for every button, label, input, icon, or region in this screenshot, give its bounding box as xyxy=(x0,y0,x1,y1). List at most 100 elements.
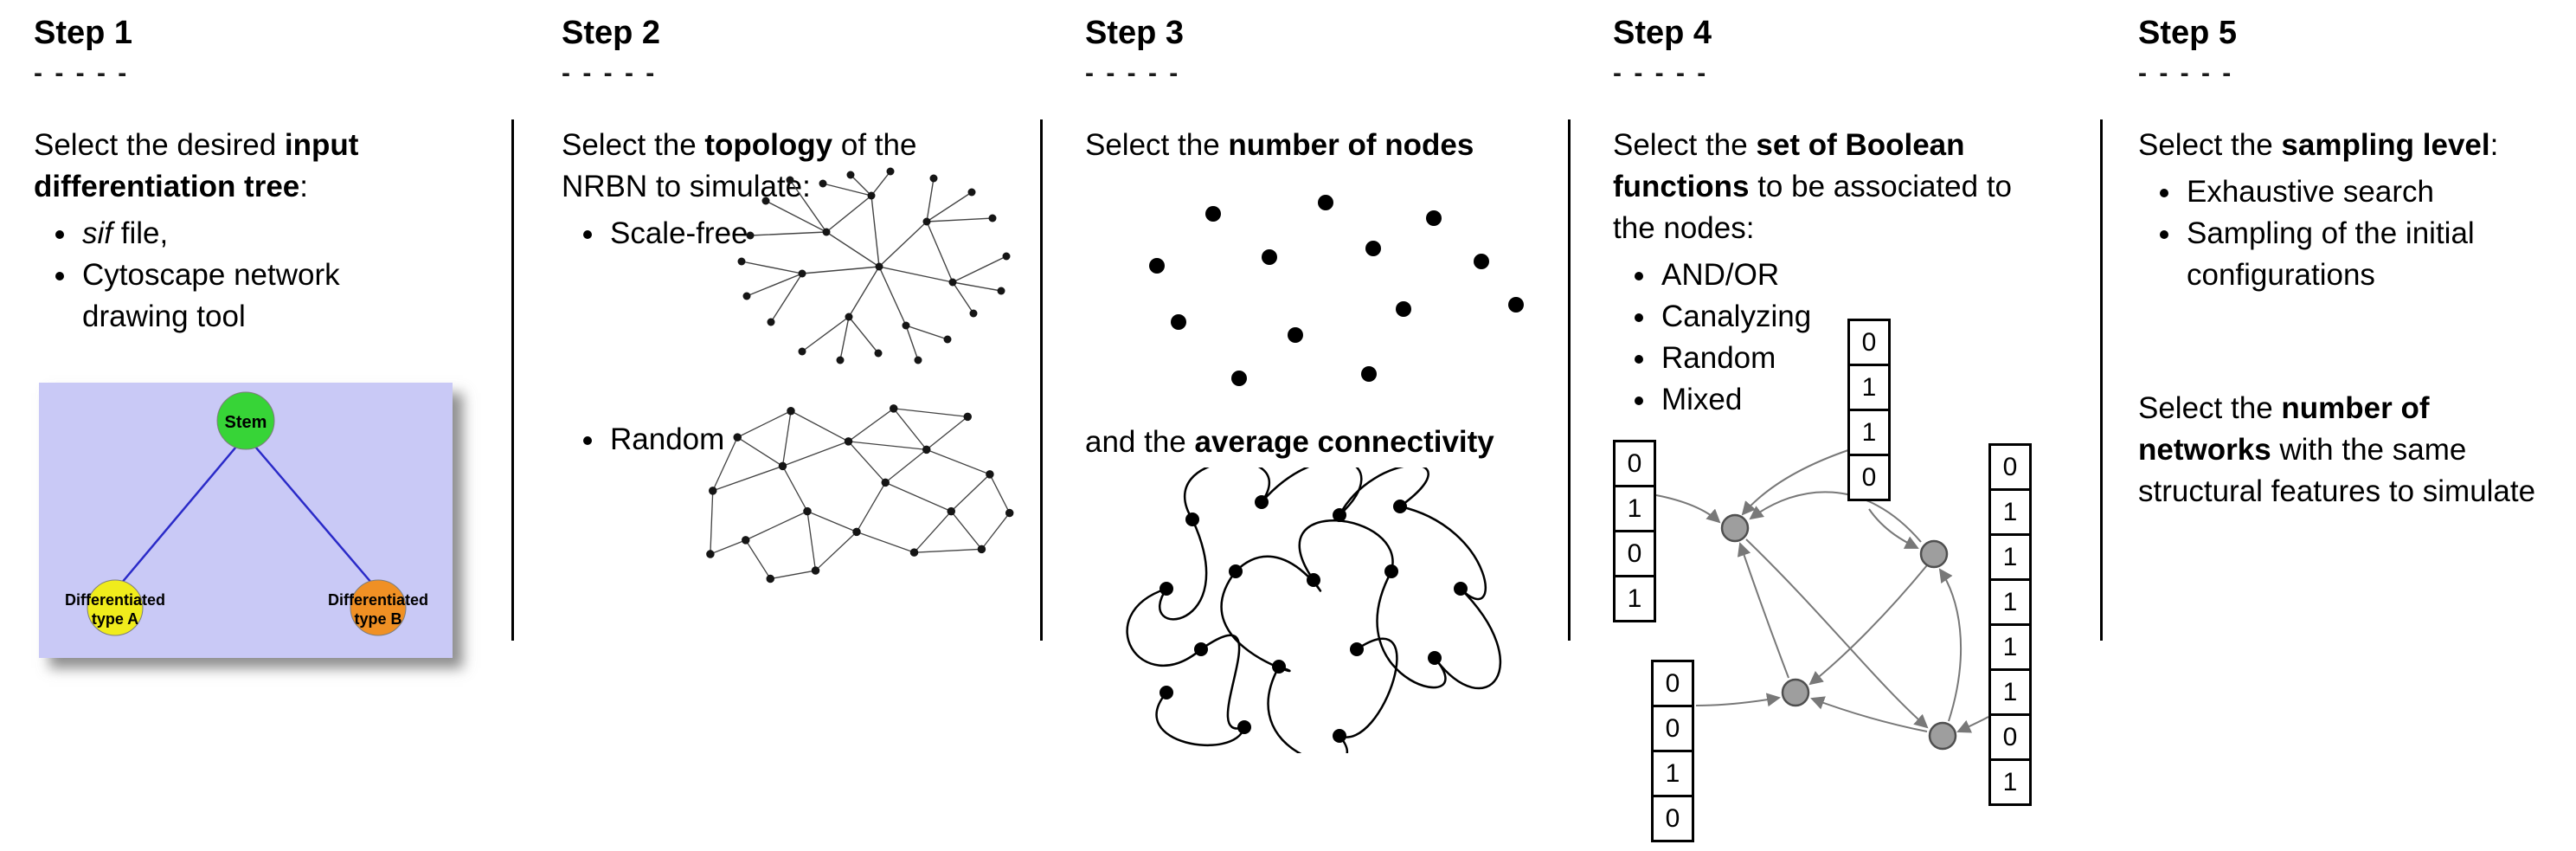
option-sif-file: sif file, xyxy=(79,213,408,255)
instruction-bold: average connectivity xyxy=(1194,425,1494,459)
step3-column: Step 3 - - - - - Select the number of no… xyxy=(1085,0,1570,851)
instruction-bold: networks xyxy=(2138,433,2271,467)
truth-table-cell: 1 xyxy=(1651,750,1694,797)
instruction-text: : xyxy=(299,170,308,203)
instruction-bold: sampling level xyxy=(2281,128,2490,162)
step5-sampling-options: Exhaustive search Sampling of the initia… xyxy=(2138,171,2560,296)
option-and-or: AND/OR xyxy=(1658,255,2050,296)
instruction-text: of the NRBN to simulate: xyxy=(562,128,917,203)
truth-table-left: 0 1 0 1 xyxy=(1613,440,1656,622)
instruction-text: structural features to simulate xyxy=(2138,474,2536,508)
step2-topology-random: Random xyxy=(562,419,994,461)
truth-table-right: 0 1 1 1 1 1 0 1 xyxy=(1988,443,2032,806)
step4-function-options: AND/OR Canalyzing Random Mixed xyxy=(1613,255,2050,421)
type-a-label-line1: Differentiated xyxy=(65,591,165,609)
truth-table-cell: 0 xyxy=(1613,530,1656,577)
boolean-node-4 xyxy=(1928,721,1957,751)
step2-dashes: - - - - - xyxy=(562,59,658,87)
column-divider xyxy=(511,119,514,641)
type-b-label-line1: Differentiated xyxy=(328,591,428,609)
instruction-text: Select the xyxy=(2138,391,2282,425)
step3-title: Step 3 xyxy=(1085,15,1185,51)
step3-dashes: - - - - - xyxy=(1085,59,1181,87)
instruction-bold: number of xyxy=(2281,391,2430,425)
step2-column: Step 2 - - - - - Select the topology of … xyxy=(562,0,994,461)
truth-table-cell: 0 xyxy=(1847,319,1891,366)
truth-table-cell: 1 xyxy=(1847,364,1891,411)
step1-dashes: - - - - - xyxy=(34,59,130,87)
differentiation-tree-figure: Stem Differentiated type A Differentiate… xyxy=(39,383,453,658)
instruction-bold: number of nodes xyxy=(1228,128,1474,162)
truth-table-cell: 1 xyxy=(1613,575,1656,622)
step5-column: Step 5 - - - - - Select the sampling lev… xyxy=(2138,0,2560,513)
instruction-text: Select the desired xyxy=(34,128,285,162)
step2-instruction: Select the topology of the NRBN to simul… xyxy=(562,125,994,208)
stem-node xyxy=(216,391,275,450)
random-network-graphic xyxy=(706,404,1014,583)
step5-dashes: - - - - - xyxy=(2138,59,2234,87)
step1-options-list: sif file, Cytoscape network drawing tool xyxy=(34,213,408,338)
instruction-text: Select the xyxy=(1613,128,1757,162)
truth-table-cell: 1 xyxy=(1988,758,2032,806)
truth-table-cell: 1 xyxy=(1988,533,2032,581)
stem-node-label: Stem xyxy=(225,413,267,432)
truth-table-bottom-left: 0 0 1 0 xyxy=(1651,660,1694,842)
instruction-text: and the xyxy=(1085,425,1195,459)
truth-table-cell: 0 xyxy=(1651,660,1694,707)
truth-table-cell: 0 xyxy=(1651,705,1694,752)
type-a-label-line2: type A xyxy=(92,610,138,628)
option-random-functions: Random xyxy=(1658,338,2050,379)
step3-connectivity-instruction: and the average connectivity xyxy=(1085,422,1494,463)
step4-column: Step 4 - - - - - Select the set of Boole… xyxy=(1613,0,2050,421)
differentiation-tree-graphic: Stem Differentiated type A Differentiate… xyxy=(39,383,453,658)
boolean-network-graphic xyxy=(1655,449,1989,751)
truth-table-cell: 0 xyxy=(1988,713,2032,761)
boolean-node-1 xyxy=(1720,513,1750,543)
option-italic-text: sif xyxy=(82,216,112,250)
instruction-text: Select the xyxy=(2138,128,2282,162)
step4-title: Step 4 xyxy=(1613,15,1712,51)
instruction-bold: input differentiation tree xyxy=(34,128,359,203)
truth-table-cell: 1 xyxy=(1988,668,2032,716)
step3-nodes-instruction: Select the number of nodes xyxy=(1085,125,1570,166)
truth-table-cell: 1 xyxy=(1988,488,2032,536)
step4-instruction: Select the set of Boolean functions to b… xyxy=(1613,125,2050,249)
instruction-text: Select the xyxy=(562,128,705,162)
scale-free-network-graphic xyxy=(737,167,1011,364)
option-random: Random xyxy=(607,419,994,461)
column-divider xyxy=(1040,119,1043,641)
truth-table-cell: 1 xyxy=(1988,578,2032,626)
step4-dashes: - - - - - xyxy=(1613,59,1709,87)
differentiated-type-b-node xyxy=(350,579,407,636)
option-sampling-initial-configurations: Sampling of the initial configurations xyxy=(2183,213,2560,296)
instruction-text: with the same xyxy=(2271,433,2467,467)
truth-table-top: 0 1 1 0 xyxy=(1847,319,1891,501)
step5-networks-instruction: Select the number of networks with the sa… xyxy=(2138,388,2560,513)
instruction-text: to be associated to the nodes: xyxy=(1613,170,2013,245)
option-cytoscape: Cytoscape network drawing tool xyxy=(79,255,408,338)
instruction-text: Select the xyxy=(1085,128,1229,162)
column-divider xyxy=(1568,119,1571,641)
boolean-node-3 xyxy=(1781,678,1810,707)
truth-table-cell: 1 xyxy=(1613,485,1656,532)
boolean-node-2 xyxy=(1919,539,1949,569)
step1-title: Step 1 xyxy=(34,15,133,51)
boolean-network-figure: 0 1 1 0 0 1 0 1 0 0 1 0 0 1 1 1 1 1 0 1 xyxy=(1609,312,2107,851)
scattered-nodes-graphic xyxy=(1149,195,1524,386)
truth-table-cell: 1 xyxy=(1847,409,1891,456)
step5-sampling-instruction: Select the sampling level: xyxy=(2138,125,2560,166)
truth-table-cell: 0 xyxy=(1847,454,1891,501)
option-scale-free: Scale-free xyxy=(607,213,994,255)
tree-edge-right xyxy=(254,446,373,584)
step1-column: Step 1 - - - - - Select the desired inpu… xyxy=(34,0,484,338)
step5-title: Step 5 xyxy=(2138,15,2238,51)
option-exhaustive-search: Exhaustive search xyxy=(2183,171,2560,213)
truth-table-cell: 0 xyxy=(1651,795,1694,842)
column-divider xyxy=(2100,119,2103,641)
option-mixed: Mixed xyxy=(1658,379,2050,421)
instruction-bold: topology xyxy=(704,128,833,162)
instruction-text: : xyxy=(2489,128,2499,162)
truth-table-cell: 1 xyxy=(1988,623,2032,671)
tree-edge-left xyxy=(120,446,237,584)
